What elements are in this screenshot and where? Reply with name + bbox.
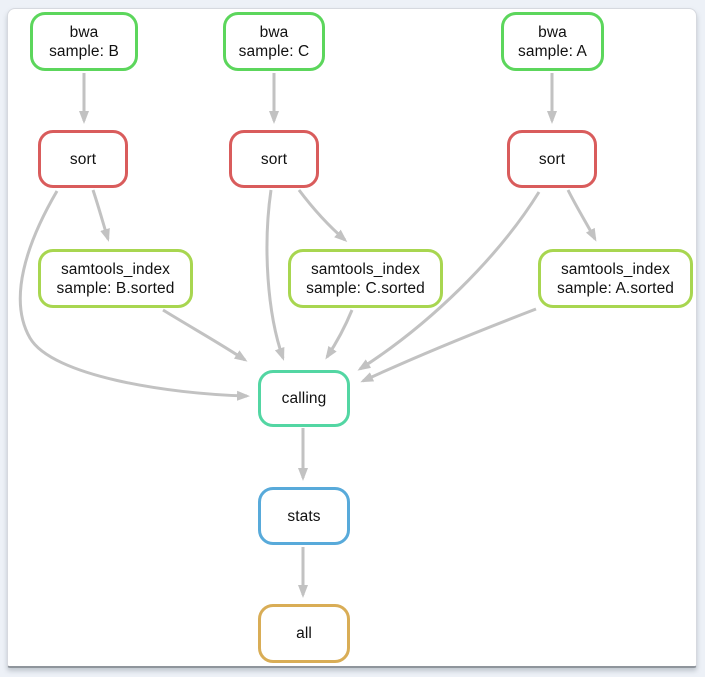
node-label-line: sample: C [238,42,310,60]
node-label-line: sort [69,150,97,168]
graph-node-calling: calling [258,370,350,427]
node-label-line: bwa [69,23,99,41]
node-label-line: bwa [259,23,289,41]
node-label-line: samtools_index [60,260,171,278]
node-label-line: samtools_index [310,260,421,278]
node-label-line: bwa [538,23,567,41]
node-label-line: sample: C.sorted [306,279,425,297]
node-label-line: samtools_index [560,260,671,278]
graph-node-stats: stats [258,487,350,545]
dag-panel [7,8,697,668]
graph-node-all: all [258,604,350,663]
node-label-line: sample: B.sorted [56,279,175,297]
node-label-line: sort [260,150,288,168]
graph-node-sort-c: sort [229,130,319,188]
node-label-line: calling [281,390,327,407]
graph-node-sort-b: sort [38,130,128,188]
node-label-line: sample: A.sorted [556,279,675,297]
node-label-line: sort [538,150,566,168]
node-label-line: sample: A [518,42,587,60]
node-label-line: all [296,625,312,642]
node-label-line: stats [287,507,321,525]
node-label-line: sample: B [49,42,119,60]
graph-node-sort-a: sort [507,130,597,188]
